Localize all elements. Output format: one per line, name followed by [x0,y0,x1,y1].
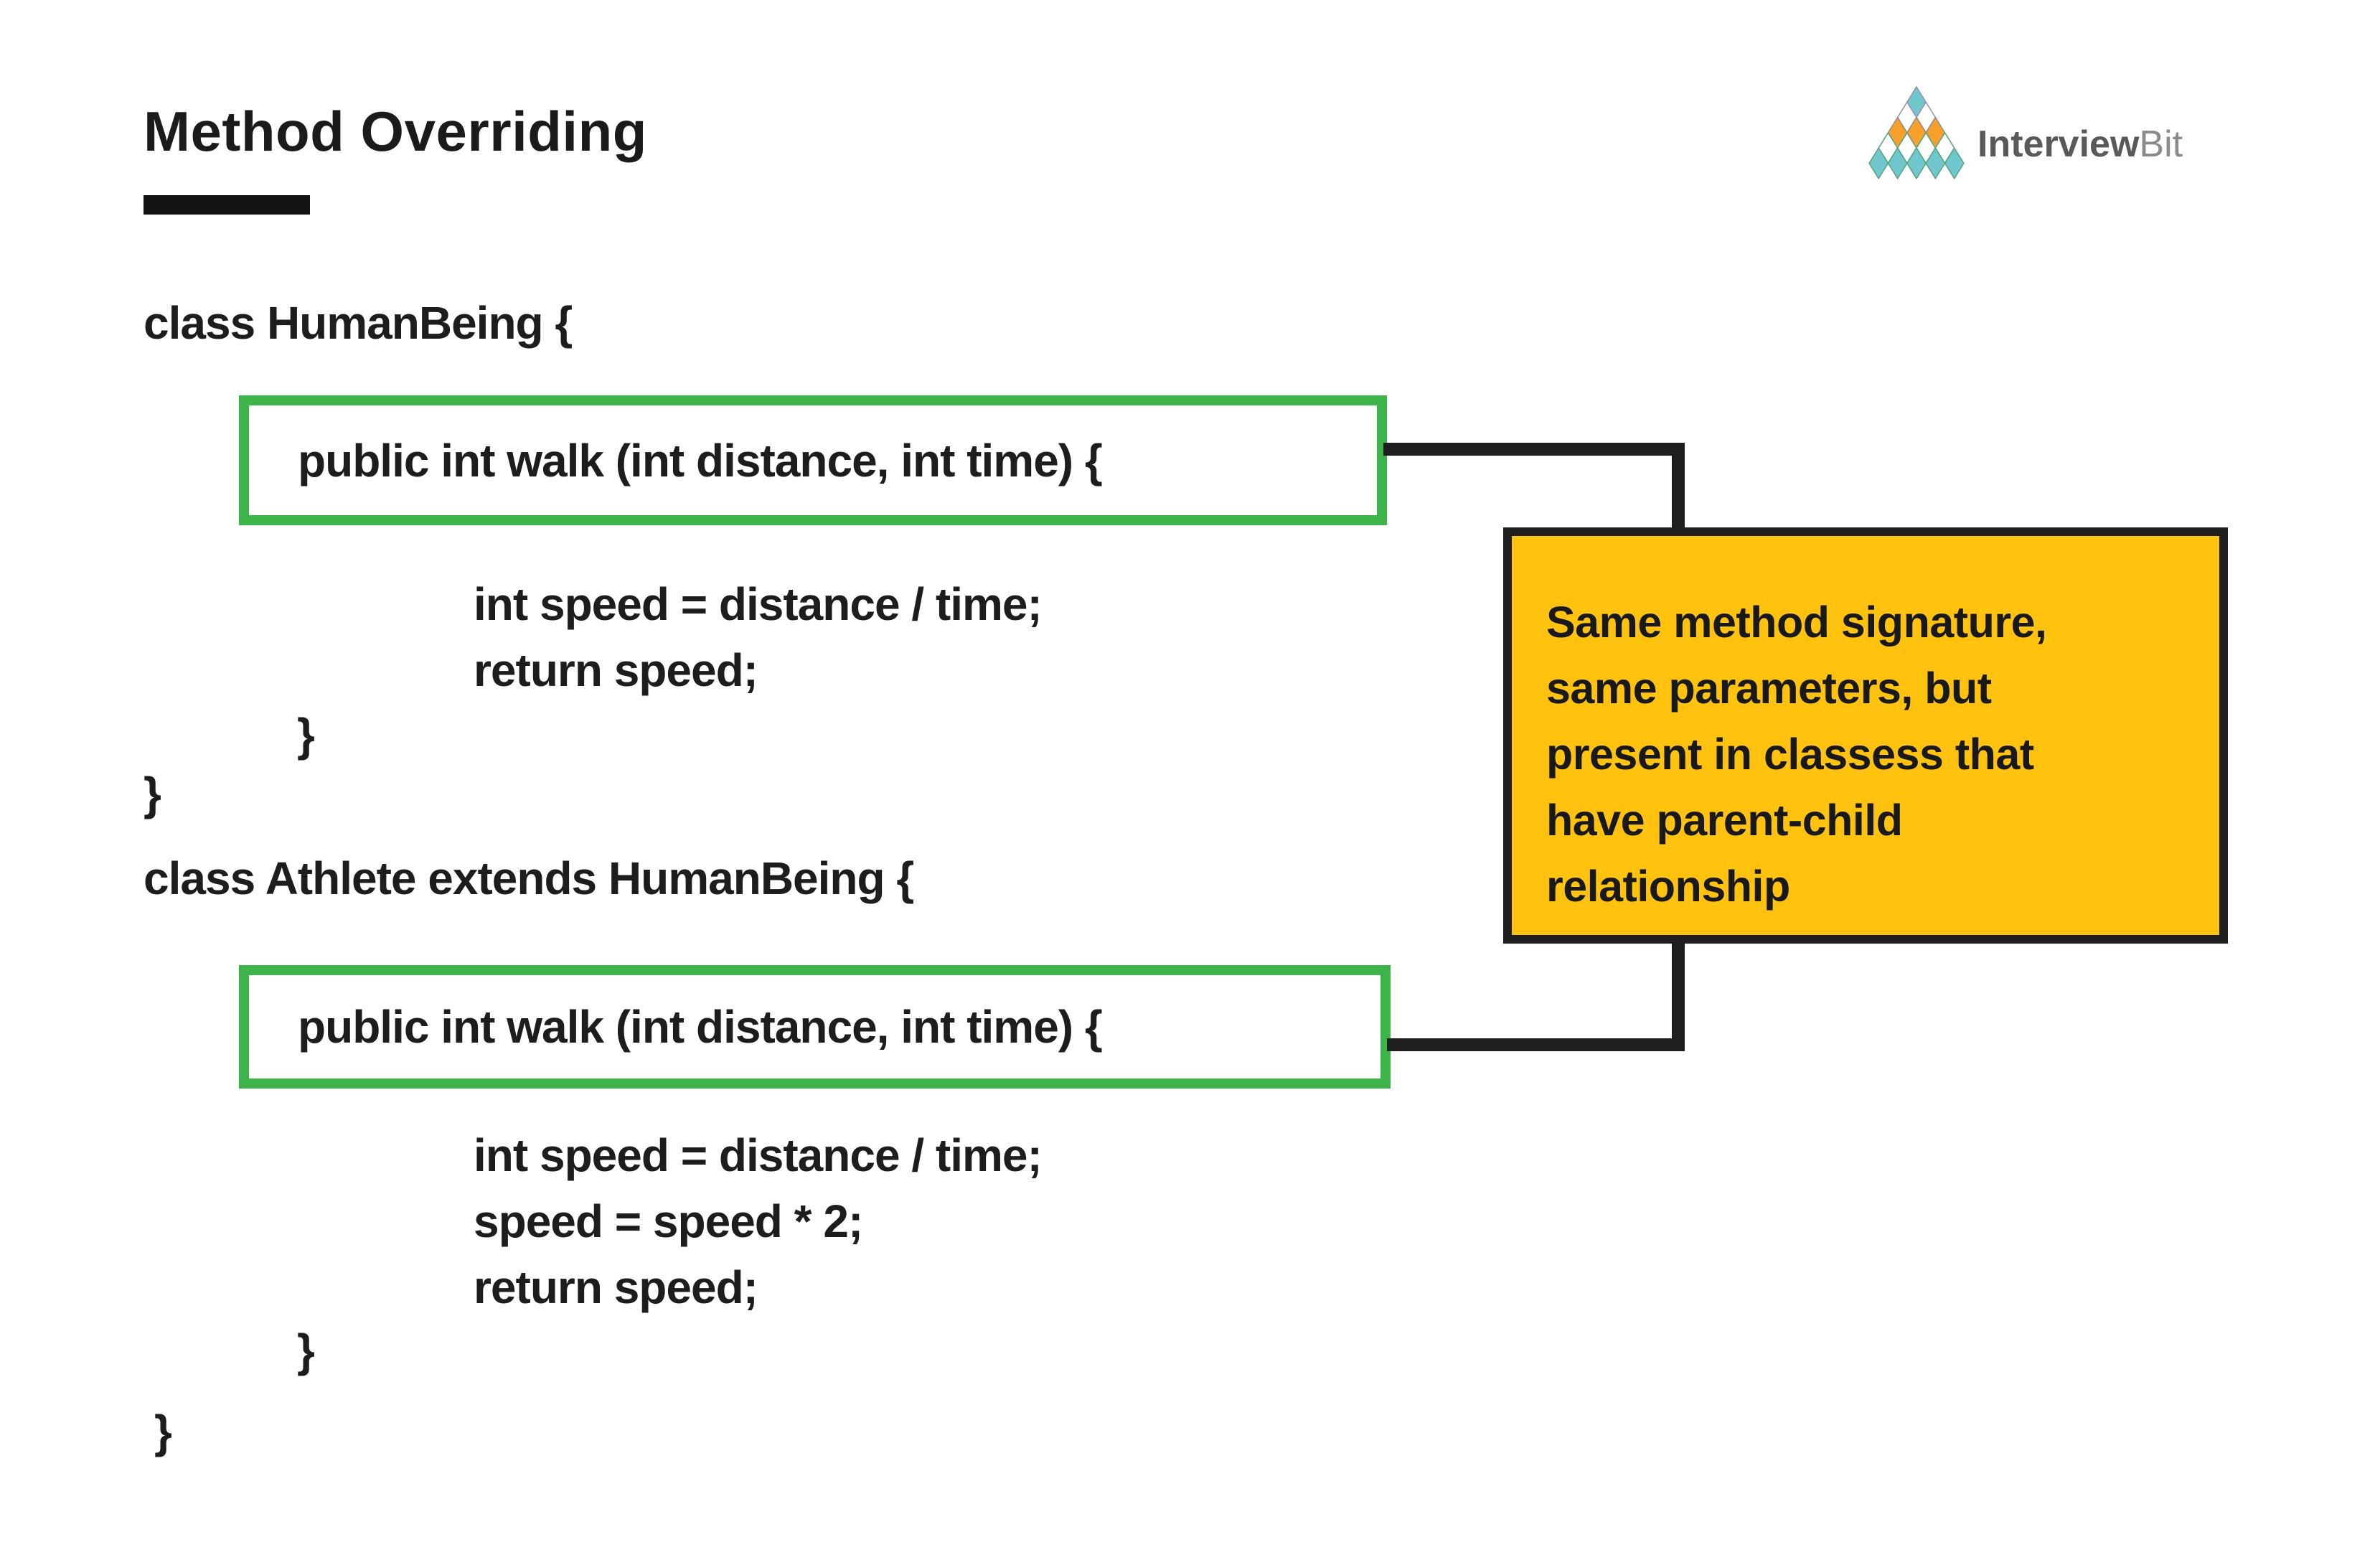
code-class2-body-line1: int speed = distance / time; [474,1129,1043,1181]
title-underline [144,195,310,215]
connector-bottom-vertical [1672,939,1685,1051]
callout-line-5: relationship [1546,862,1790,911]
connector-bottom-horizontal [1387,1038,1685,1051]
callout-line-1: Same method signature, [1546,598,2047,647]
code-class2-close-class: } [154,1406,172,1457]
callout-line-3: present in classess that [1546,730,2034,779]
page-title: Method Overriding [144,100,647,163]
code-class2-signature: public int walk (int distance, int time)… [298,1001,1103,1053]
callout-line-2: same parameters, but [1546,664,1992,713]
code-class2-body-line2: speed = speed * 2; [474,1195,863,1247]
code-class1-close-class: } [144,768,161,819]
connector-top-vertical [1672,443,1685,533]
code-class1-body-line1: int speed = distance / time; [474,578,1043,630]
method-box-humanbeing: public int walk (int distance, int time)… [239,395,1387,525]
logo-text-bit: Bit [2139,123,2183,165]
code-class1-open: class HumanBeing { [144,297,573,349]
method-box-athlete: public int walk (int distance, int time)… [239,965,1391,1089]
code-class2-body-line3: return speed; [474,1261,758,1313]
interviewbit-logo-icon [1866,85,1967,190]
code-class2-open: class Athlete extends HumanBeing { [144,852,914,904]
callout-box: Same method signature, same parameters, … [1503,527,2228,944]
interviewbit-logo: InterviewBit [1866,85,2183,190]
callout-line-4: have parent-child [1546,796,1903,845]
connector-top-horizontal [1383,443,1685,456]
interviewbit-logo-text: InterviewBit [1977,126,2183,190]
code-class1-body-line2: return speed; [474,644,758,696]
code-class1-close-method: } [297,709,315,761]
logo-text-interview: Interview [1977,123,2140,165]
code-class2-close-method: } [297,1325,315,1376]
code-class1-signature: public int walk (int distance, int time)… [298,434,1103,487]
